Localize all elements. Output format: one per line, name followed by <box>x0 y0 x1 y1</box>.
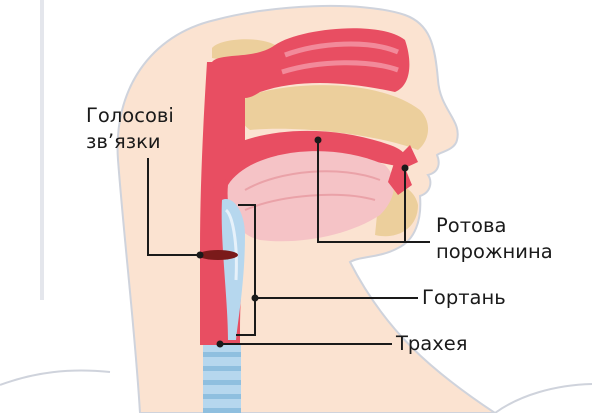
oral-cavity-label-line2: порожнина <box>436 240 553 264</box>
vocal-cords <box>198 250 238 260</box>
trachea <box>203 345 241 413</box>
vocal-cords-label-line1: Голосові <box>86 104 174 128</box>
larynx-label: Гортань <box>422 286 506 310</box>
shoulder-contour <box>0 371 110 385</box>
vocal-cords-label-line2: зв’язки <box>86 130 161 154</box>
trachea-label: Трахея <box>396 332 468 356</box>
oral-cavity-label-line1: Ротова <box>436 214 506 238</box>
chest-contour <box>495 384 592 413</box>
